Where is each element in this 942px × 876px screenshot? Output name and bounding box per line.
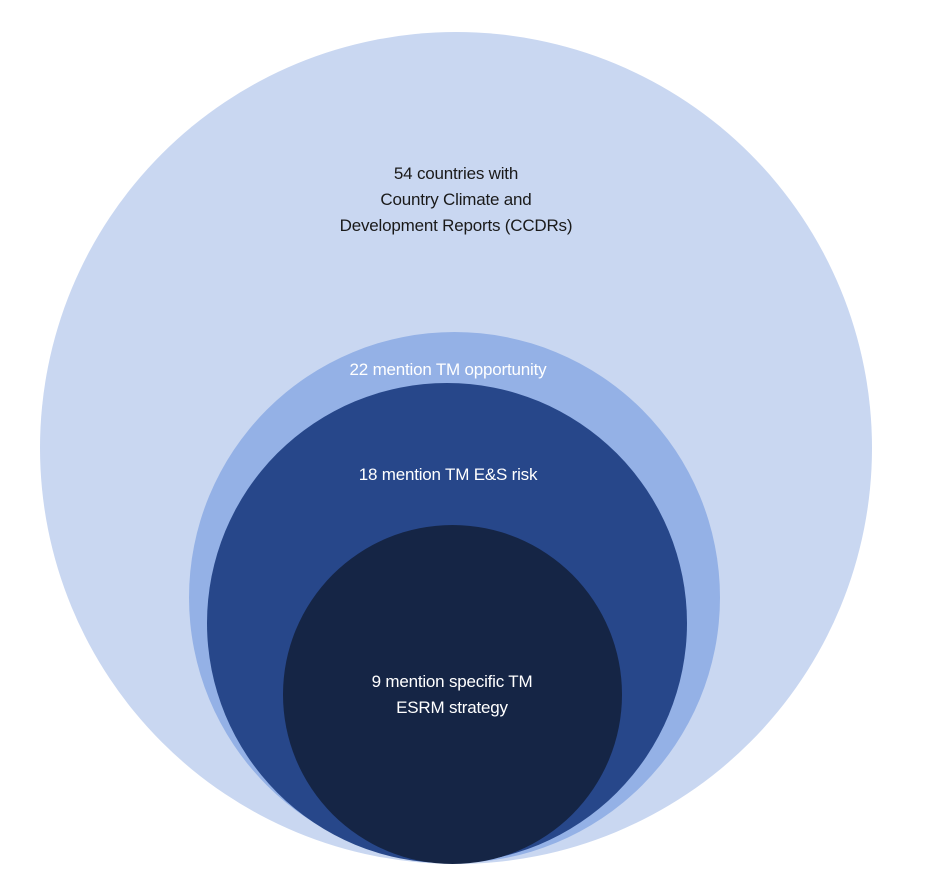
label-54-line-3: Development Reports (CCDRs) bbox=[339, 216, 573, 235]
label-54-line-1: 54 countries with bbox=[393, 164, 519, 183]
label-9-strategy: 9 mention specific TM ESRM strategy bbox=[252, 669, 652, 721]
circle-9-strategy bbox=[283, 525, 622, 864]
label-22-opportunity: 22 mention TM opportunity bbox=[248, 357, 648, 383]
label-54-line-2: Country Climate and bbox=[380, 190, 532, 209]
label-22-line-1: 22 mention TM opportunity bbox=[349, 360, 547, 379]
label-18-line-1: 18 mention TM E&S risk bbox=[358, 465, 538, 484]
label-9-line-2: ESRM strategy bbox=[396, 698, 508, 717]
label-54-countries: 54 countries with Country Climate and De… bbox=[256, 161, 656, 239]
label-18-risk: 18 mention TM E&S risk bbox=[248, 462, 648, 488]
label-9-line-1: 9 mention specific TM bbox=[371, 672, 533, 691]
